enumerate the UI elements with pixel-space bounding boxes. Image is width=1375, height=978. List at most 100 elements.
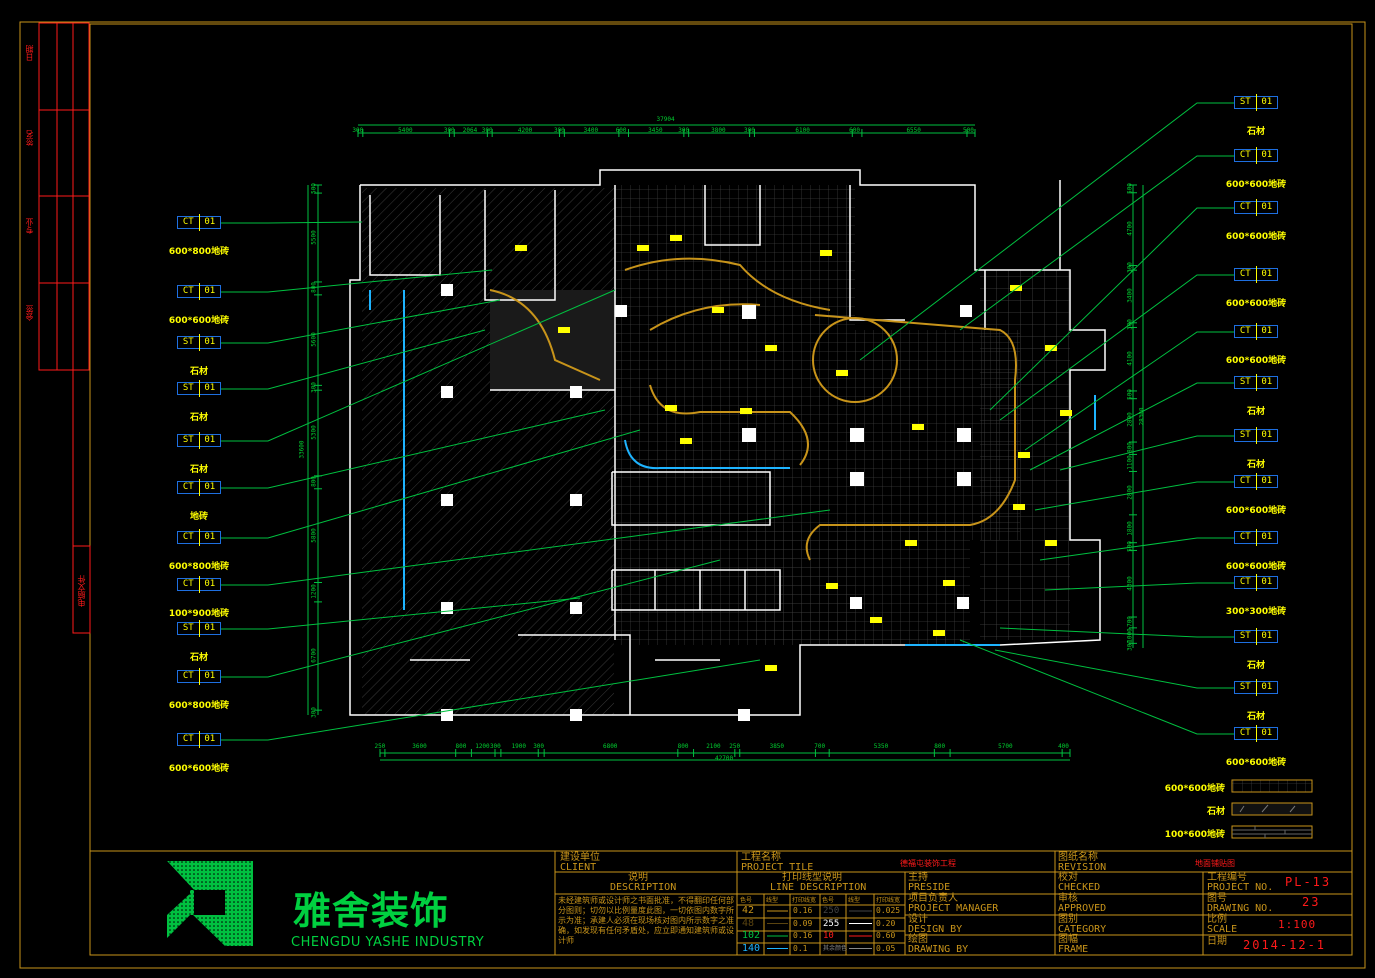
material-label: 600*800地砖 [168,247,230,257]
dimension-value: 500 [1126,388,1134,400]
dimension-value: 800 [310,476,318,488]
company-name-en: CHENGDU YASHE INDUSTRY [291,935,485,950]
dimension-value: 300 [481,127,493,134]
material-number: 01 [204,217,216,227]
print-width: 0.16 [793,931,813,940]
dimension-value: 1900 [511,743,527,750]
color-code: 42 [742,905,755,916]
dimension-value: 3800 [711,127,726,134]
tag-divider [1255,725,1257,742]
color-code: 10 [823,931,834,941]
approved-label-cn: 审核 [1058,893,1078,904]
material-code: CT [182,579,194,589]
side-label-date: 日期 [25,45,34,61]
drawing-name: 地面铺贴图 [1195,859,1235,868]
dimension-value: 300 [1126,639,1134,651]
legend-swatches [1231,779,1313,839]
material-label: 石材 [189,413,208,423]
leader-line [859,102,1234,361]
material-label: 100*900地砖 [168,609,230,619]
dimension-value: 2800 [1126,412,1134,428]
legend-label-stone: 石材 [1206,807,1225,817]
dimension-total: 42700 [715,755,734,762]
dimension-value: 1200 [475,743,490,750]
material-tag-left[interactable]: CT 01 [177,576,221,593]
material-number: 01 [204,671,216,681]
tag-divider [198,214,200,231]
material-label: 600*800地砖 [168,562,230,572]
material-code: CT [1239,269,1251,279]
dimension-value: 500 [310,183,318,194]
material-number: 01 [204,579,216,589]
material-label: 石材 [189,653,208,663]
dimension-value: 5300 [310,425,318,440]
material-number: 01 [1261,202,1273,212]
material-number: 01 [204,337,216,347]
desc-line: 切勿以比例量度此图，一切依图内数字所示为准； [558,906,734,925]
line-desc-label-cn: 打印线型说明 [782,872,842,883]
tag-divider [198,529,200,546]
projno-label-cn: 工程编号 [1207,872,1247,883]
desc-text: 未经建筑师或设计师之书面批准，不得翻印任何部分图则；切勿以比例量度此图，一切依图… [558,896,734,946]
material-code: CT [182,734,194,744]
client-label-cn: 建设单位 [560,852,600,863]
dimension-value: 300 [443,127,455,134]
material-number: 01 [1261,377,1273,387]
leader-line [221,429,641,539]
leader-line [221,597,581,630]
drawing-label-en: DRAWING BY [908,944,969,955]
print-width: 0.1 [793,943,808,953]
material-label: 石材 [1246,407,1265,417]
dimension-value: 300 [744,127,755,134]
material-number: 01 [1261,476,1273,486]
dimension-value: 4300 [1126,576,1134,591]
dimension-value: 300 [310,381,318,393]
color-code: 48 [742,917,755,929]
print-width: 0.025 [876,906,901,915]
material-number: 01 [1261,326,1273,336]
print-width: 0.20 [876,918,896,928]
line-table-header: 打印线宽 [876,897,901,904]
checked-label-en: CHECKED [1058,882,1101,893]
material-number: 01 [1261,682,1273,692]
line-table-header: 线型 [766,897,779,904]
dimension-value: 400 [1058,743,1069,750]
material-label: 600*600地砖 [1225,758,1287,768]
side-label-countersign: 会签 [25,305,34,321]
scale-label-en: SCALE [1207,924,1238,935]
floor-plan [349,169,1106,721]
tag-divider [1255,679,1257,696]
side-label-file: 电脑文件 [77,575,86,607]
print-width: 0.09 [793,918,813,928]
tag-divider [198,668,200,685]
project-name: 德福屯装饰工程 [900,859,956,868]
color-code: 255 [823,918,840,929]
material-code: ST [182,383,194,393]
leader-line [999,274,1234,421]
project-number: PL-13 [1285,875,1332,889]
color-code: 140 [742,942,761,954]
